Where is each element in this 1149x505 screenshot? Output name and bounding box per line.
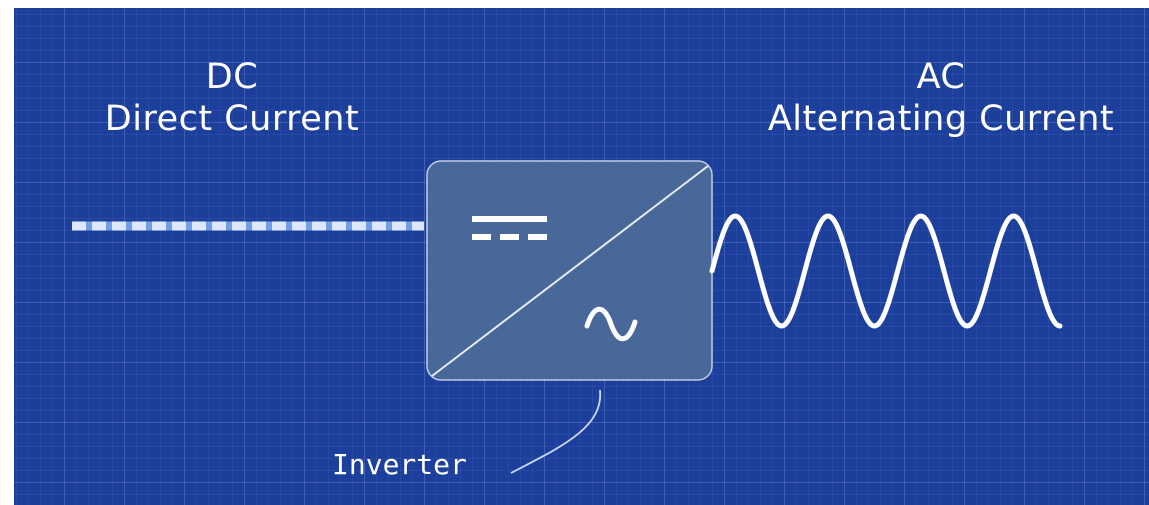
- dc-abbr: DC: [205, 57, 259, 97]
- inverter-pointer: [510, 389, 601, 474]
- diagram-graphics: [72, 160, 1063, 474]
- ac-abbr: AC: [916, 57, 966, 97]
- sine-wave-icon: [584, 306, 638, 342]
- dc-label: DC Direct Current: [72, 56, 392, 140]
- ac-waveform: [709, 213, 1063, 329]
- diagram-frame: DC Direct Current AC Alternating Current: [14, 8, 1149, 505]
- inverter-box: [426, 160, 713, 381]
- ac-label: AC Alternating Current: [731, 56, 1149, 140]
- ac-name: Alternating Current: [767, 99, 1115, 139]
- dc-symbol-icon: [472, 216, 547, 240]
- inverter-label: Inverter: [332, 448, 467, 481]
- dc-name: Direct Current: [104, 99, 360, 139]
